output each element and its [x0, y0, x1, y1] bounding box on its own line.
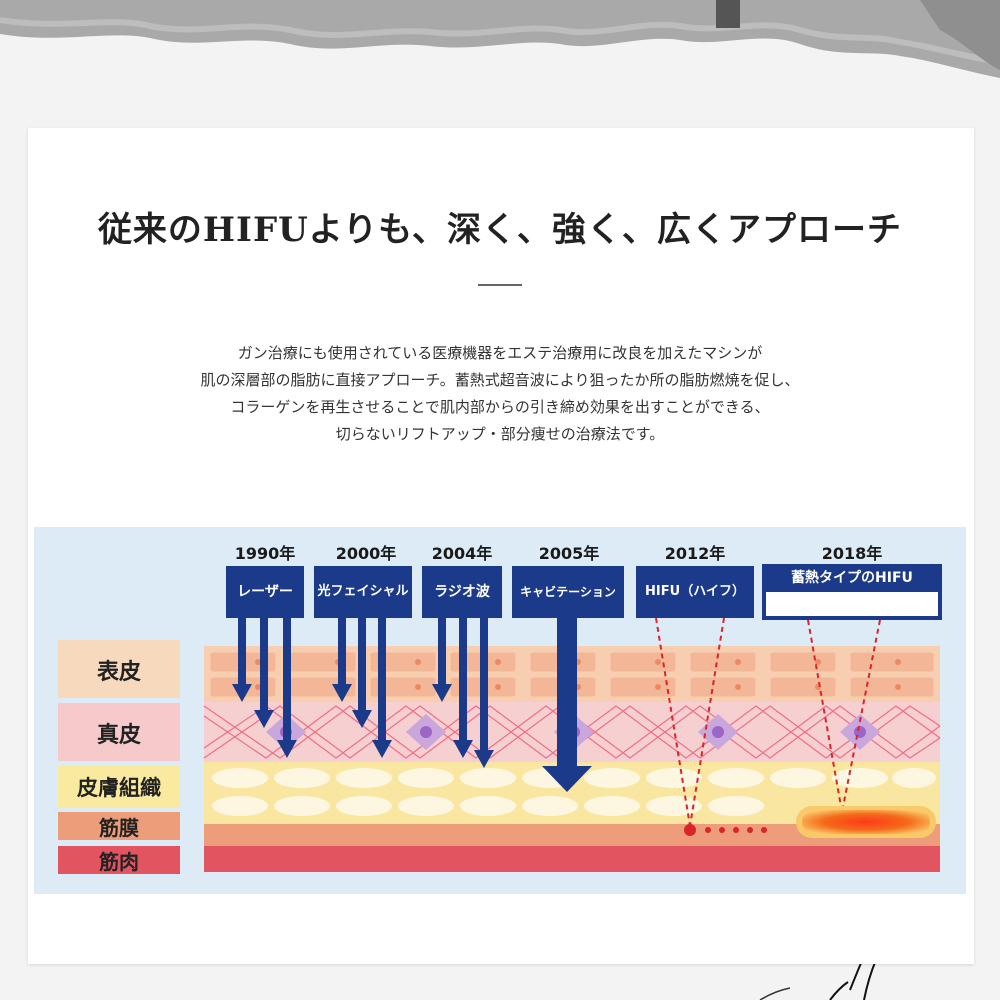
- tech-thermal-hifu: 蓄熱タイプのHIFU: [762, 564, 942, 620]
- year-2004: 2004年: [431, 544, 493, 563]
- radiofrequency-arrows: [432, 618, 494, 768]
- hifu-dots: [705, 827, 767, 833]
- description-line: 切らないリフトアップ・部分痩せの治療法です。: [335, 425, 665, 443]
- hifu-focus-point: [684, 824, 696, 836]
- label-bg-fascia: [58, 812, 180, 840]
- tech-laser: レーザー: [226, 566, 304, 618]
- year-2012: 2012年: [664, 544, 726, 563]
- laser-arrows: [232, 618, 297, 758]
- tech-thermal-hifu-label: 蓄熱タイプのHIFU: [791, 570, 913, 586]
- headline-divider: [478, 284, 522, 286]
- label-bg-dermis: [58, 703, 180, 761]
- fascia-layer: [204, 824, 940, 846]
- heat-zone-core: [802, 810, 930, 834]
- label-bg-epidermis: [58, 640, 180, 698]
- layer-label-dermis: 真皮: [96, 723, 141, 748]
- page-headline: 従来のHIFUよりも、深く、強く、広くアプローチ: [97, 210, 903, 250]
- tech-thermal-hifu-panel: [766, 592, 938, 616]
- year-2000: 2000年: [335, 544, 397, 563]
- tech-photofacial: 光フェイシャル: [314, 566, 412, 618]
- tech-radiofrequency: ラジオ波: [422, 566, 502, 618]
- cavitation-arrow: [542, 618, 592, 792]
- description-text: ガン治療にも使用されている医療機器をエステ治療用に改良を加えたマシンが 肌の深層…: [0, 340, 1000, 448]
- tech-cavitation: キャビテーション: [512, 566, 624, 618]
- description-line: コラーゲンを再生させることで肌内部からの引き締め効果を出すことができる、: [230, 398, 770, 416]
- description-line: 肌の深層部の脂肪に直接アプローチ。蓄熱式超音波により狙ったか所の脂肪燃焼を促し、: [200, 371, 800, 389]
- layer-label-epidermis: 表皮: [96, 660, 141, 685]
- epidermis-cells: [209, 651, 935, 698]
- thermal-hifu-lines: [807, 619, 881, 813]
- year-2005: 2005年: [538, 544, 600, 563]
- label-bg-tissue: [58, 766, 180, 808]
- label-bg-muscle: [58, 846, 180, 874]
- layer-label-tissue: 皮膚組織: [77, 776, 161, 800]
- layer-label-muscle: 筋肉: [99, 850, 139, 874]
- layer-label-fascia: 筋膜: [99, 816, 139, 840]
- year-2018: 2018年: [821, 544, 883, 563]
- description-line: ガン治療にも使用されている医療機器をエステ治療用に改良を加えたマシンが: [237, 344, 763, 362]
- tech-hifu: HIFU（ハイフ）: [636, 566, 754, 618]
- photofacial-arrows: [332, 618, 392, 758]
- year-1990: 1990年: [234, 544, 296, 563]
- muscle-layer: [204, 846, 940, 872]
- hifu-focus-lines: [655, 617, 725, 827]
